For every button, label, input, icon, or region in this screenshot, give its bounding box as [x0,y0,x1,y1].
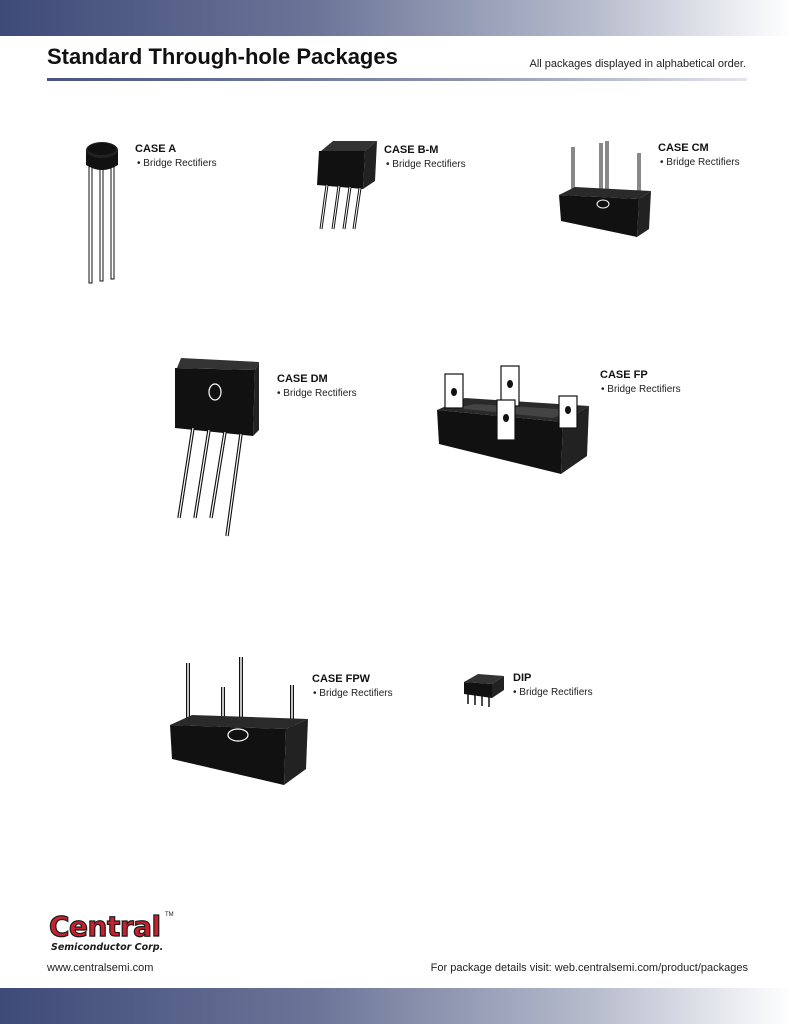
central-logo: Central TM Semiconductor Corp. [47,908,182,965]
dip-feature: • Bridge Rectifiers [513,687,593,698]
logo-word: Central [49,910,161,943]
package-case-a: CASE A • Bridge Rectifiers [80,135,250,290]
logo-tm: TM [165,912,174,918]
case-dm-label: CASE DM [277,373,328,385]
package-case-b-m: CASE B-M • Bridge Rectifiers [315,137,505,237]
title-divider [47,78,747,81]
package-dip: DIP • Bridge Rectifiers [460,668,620,718]
footer-website: www.centralsemi.com [47,962,154,974]
case-dm-package-image [175,358,259,537]
case-fpw-label: CASE FPW [312,673,371,685]
case-a-feature: • Bridge Rectifiers [137,158,217,169]
dip-label: DIP [513,672,532,684]
header-gradient-band [0,0,791,36]
package-case-fp: CASE FP • Bridge Rectifiers [435,362,695,482]
case-cm-feature: • Bridge Rectifiers [660,157,740,168]
case-fpw-feature: • Bridge Rectifiers [313,688,393,699]
case-b-m-label: CASE B-M [384,144,439,156]
case-fp-package-image [437,365,589,474]
page-title: Standard Through-hole Packages [47,44,398,69]
case-fp-label: CASE FP [600,369,648,381]
case-b-m-feature: • Bridge Rectifiers [386,159,466,170]
case-fp-feature: • Bridge Rectifiers [601,384,681,395]
page-subtitle: All packages displayed in alphabetical o… [529,58,746,70]
footer-package-details: For package details visit: web.centralse… [430,962,748,974]
central-logo-image: Central TM Semiconductor Corp. [48,909,174,953]
dip-package-image [464,674,504,707]
package-case-cm: CASE CM • Bridge Rectifiers [555,137,755,247]
package-case-dm: CASE DM • Bridge Rectifiers [165,358,375,543]
logo-tagline: Semiconductor Corp. [51,942,163,953]
case-fpw-package-image [170,657,308,785]
case-a-label: CASE A [135,143,177,155]
case-cm-label: CASE CM [658,142,709,154]
case-cm-package-image [559,141,651,237]
case-b-m-package-image [317,141,377,230]
package-case-fpw: CASE FPW • Bridge Rectifiers [168,655,418,790]
case-dm-feature: • Bridge Rectifiers [277,388,357,399]
case-a-package-image [86,142,118,284]
footer-gradient-band [0,988,791,1024]
